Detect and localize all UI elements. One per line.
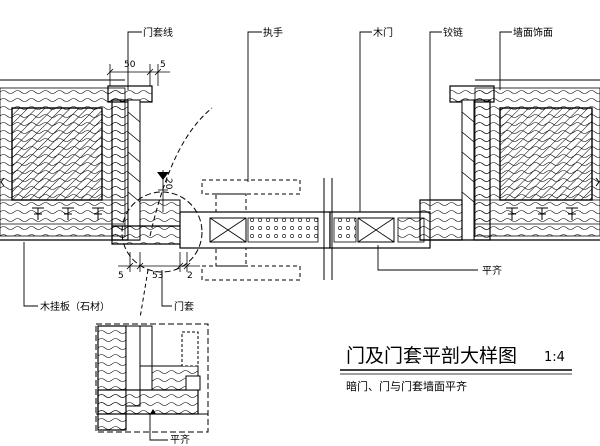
label-wall-finish: 墙面饰面 (513, 26, 553, 39)
label-door-casing: 门套 (174, 300, 194, 313)
label-flush-detail: 平齐 (170, 433, 190, 446)
detail-leader (139, 269, 149, 319)
dim-20: 20 (163, 178, 173, 190)
label-wood-door: 木门 (373, 26, 393, 39)
dim-53: 53 (152, 271, 163, 281)
drawing-title: 门及门套平剖大样图 (346, 345, 517, 367)
drawing-scale: 1:4 (544, 350, 565, 365)
label-flush-right: 平齐 (482, 264, 502, 277)
detail-inset (95, 323, 209, 433)
right-wall-rails (506, 207, 578, 220)
title-block: 门及门套平剖大样图 1:4 暗门、门与门套墙面平齐 (340, 345, 572, 393)
door-swing-arc (149, 107, 213, 237)
handle (201, 179, 301, 281)
left-wall-rails (32, 207, 104, 220)
label-door-casing-line: 门套线 (143, 26, 173, 39)
dim-2: 2 (187, 271, 193, 281)
dimension-marks (106, 64, 200, 272)
leader-lines (23, 31, 512, 441)
label-hinge: 铰链 (443, 26, 463, 39)
dim-arrow (157, 172, 169, 180)
detail-circle (121, 191, 203, 273)
door-leaf (179, 178, 431, 280)
drawing-subtitle: 暗门、门与门套墙面平齐 (346, 379, 467, 393)
dim-50: 50 (124, 60, 136, 70)
dim-5-left: 5 (118, 271, 124, 281)
left-door-casing (107, 85, 183, 245)
left-wall (0, 79, 140, 241)
label-wood-panel: 木挂板（石材） (40, 300, 110, 313)
label-handle: 执手 (263, 26, 283, 39)
right-wall (420, 79, 600, 241)
dim-5-top: 5 (160, 60, 166, 70)
